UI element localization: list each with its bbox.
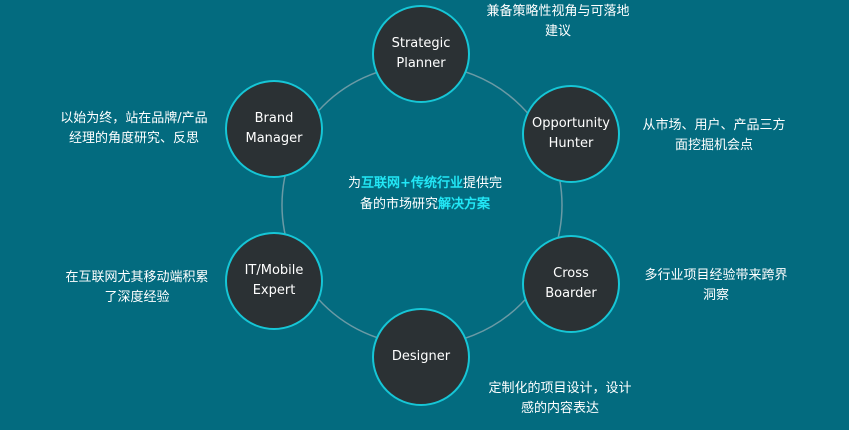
desc-strategic-planner: 兼备策略性视角与可落地 建议: [478, 2, 638, 42]
desc-cross-boarder-line1: 多行业项目经验带来跨界: [644, 268, 788, 283]
desc-brand-manager-line2: 经理的角度研究、反思: [68, 131, 199, 146]
node-cross-boarder-label: Cross Boarder: [545, 266, 597, 301]
center-line2-prefix: 备的市场研究: [359, 197, 438, 212]
desc-strategic-planner-line1: 兼备策略性视角与可落地: [486, 4, 630, 19]
desc-brand-manager: 以始为终，站在品牌/产品 经理的角度研究、反思: [48, 109, 220, 149]
node-strategic-planner-label: Strategic Planner: [391, 36, 451, 71]
desc-strategic-planner-line2: 建议: [544, 24, 571, 39]
node-it-mobile-expert[interactable]: IT/Mobile Expert: [225, 232, 323, 330]
desc-cross-boarder: 多行业项目经验带来跨界 洞察: [635, 266, 797, 306]
node-it-mobile-expert-label: IT/Mobile Expert: [244, 263, 304, 298]
desc-designer-line2: 感的内容表达: [520, 401, 599, 416]
node-designer-label: Designer: [391, 349, 451, 364]
node-designer[interactable]: Designer: [372, 308, 470, 406]
desc-it-mobile-expert: 在互联网尤其移动端积累 了深度经验: [54, 268, 220, 308]
center-line-1: 为互联网+传统行业提供完: [330, 173, 520, 194]
desc-it-mobile-expert-line1: 在互联网尤其移动端积累: [65, 270, 209, 285]
desc-opportunity-hunter: 从市场、用户、产品三方 面挖掘机会点: [633, 116, 795, 156]
desc-cross-boarder-line2: 洞察: [702, 288, 729, 303]
node-opportunity-hunter-label: Opportunity Hunter: [531, 116, 610, 151]
node-strategic-planner[interactable]: Strategic Planner: [372, 5, 470, 103]
desc-opportunity-hunter-line1: 从市场、用户、产品三方: [642, 118, 786, 133]
center-line1-highlight: 互联网+传统行业: [361, 176, 463, 191]
desc-designer-line1: 定制化的项目设计，设计: [488, 381, 632, 396]
center-line2-highlight: 解决方案: [438, 197, 491, 212]
node-cross-boarder[interactable]: Cross Boarder: [522, 235, 620, 333]
node-brand-manager-label: Brand Manager: [245, 111, 303, 146]
center-line1-prefix: 为: [348, 176, 362, 191]
center-statement: 为互联网+传统行业提供完 备的市场研究解决方案: [330, 173, 520, 215]
desc-designer: 定制化的项目设计，设计 感的内容表达: [479, 379, 641, 419]
desc-brand-manager-line1: 以始为终，站在品牌/产品: [60, 111, 208, 126]
desc-it-mobile-expert-line2: 了深度经验: [104, 290, 170, 305]
center-line-2: 备的市场研究解决方案: [330, 194, 520, 215]
node-brand-manager[interactable]: Brand Manager: [225, 80, 323, 178]
center-line1-suffix: 提供完: [462, 176, 502, 191]
node-opportunity-hunter[interactable]: Opportunity Hunter: [522, 85, 620, 183]
desc-opportunity-hunter-line2: 面挖掘机会点: [674, 138, 753, 153]
